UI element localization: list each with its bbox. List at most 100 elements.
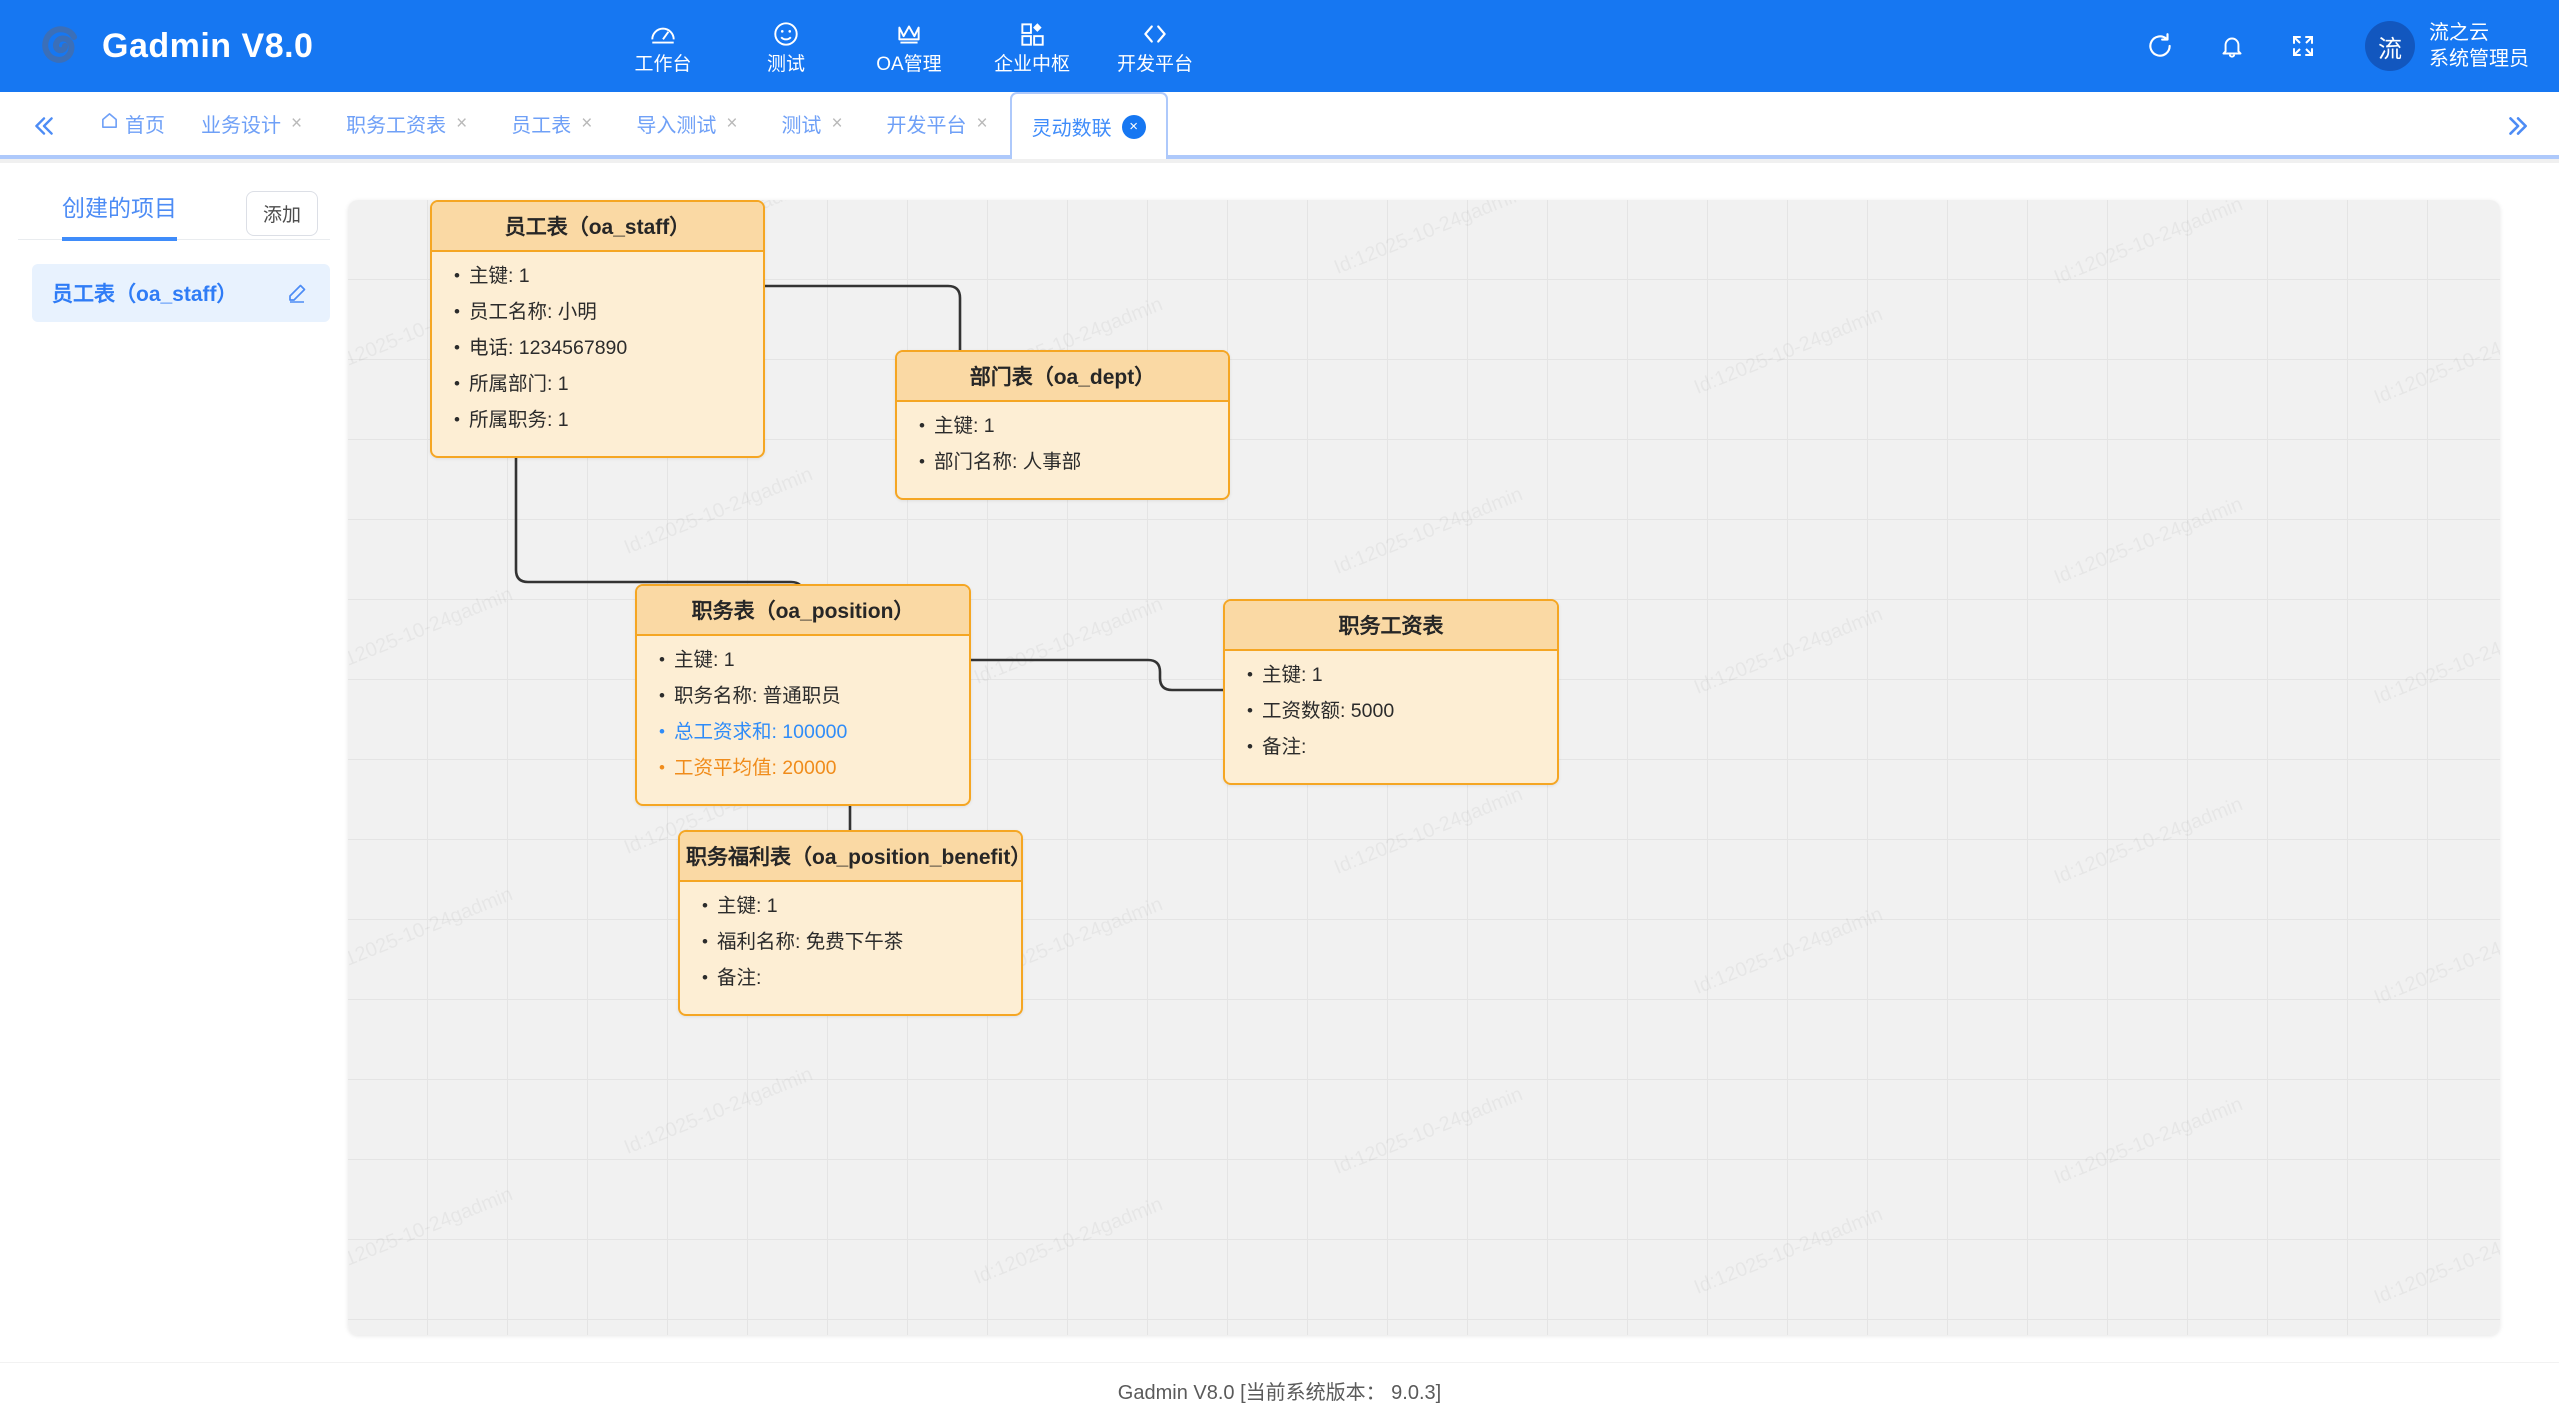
entity-field-row: •所属部门: 1 [454, 374, 753, 395]
entity-field-text: 工资数额: 5000 [1261, 700, 1395, 723]
watermark: Id:12025-10-24gadmin [2051, 200, 2246, 290]
close-icon[interactable]: × [456, 113, 468, 134]
close-icon[interactable]: × [726, 113, 738, 134]
entity-card-body: •主键: 1•福利名称: 免费下午茶•备注: [680, 882, 1021, 1014]
user-name: 流之云 [2429, 21, 2489, 44]
watermark: Id:12025-10-24gadmin [1331, 783, 1526, 880]
bullet-icon: • [702, 932, 708, 952]
topnav-item-dev-platform[interactable]: 开发平台 [1093, 0, 1216, 92]
entity-field-row: •主键: 1 [454, 265, 753, 287]
tab-lingdong-shulian[interactable]: 灵动数联 × [1009, 92, 1168, 159]
diagram-canvas[interactable]: Id:12025-10-24gadmin Id:12025-10-24gadmi… [348, 200, 2500, 1335]
bell-icon[interactable] [2217, 31, 2247, 61]
tab-position-salary[interactable]: 职务工资表 × [324, 92, 489, 155]
diagram-canvas-panel[interactable]: Id:12025-10-24gadmin Id:12025-10-24gadmi… [348, 200, 2500, 1335]
close-icon[interactable]: × [581, 113, 593, 134]
tab-bar: 首页 业务设计 × 职务工资表 × 员工表 × 导入测试 × 测试 × 开发平台… [0, 92, 2559, 159]
entity-card-title: 员工表（oa_staff） [432, 202, 763, 252]
bullet-icon: • [702, 968, 708, 988]
close-icon[interactable]: × [831, 113, 843, 134]
topnav-label: OA管理 [876, 53, 942, 75]
entity-field-text: 主键: 1 [933, 415, 995, 437]
spiral-logo-icon [38, 23, 84, 69]
entity-field-text: 福利名称: 免费下午茶 [716, 931, 904, 954]
entity-card-oa_position[interactable]: 职务表（oa_position）•主键: 1•职务名称: 普通职员•总工资求和:… [635, 584, 971, 807]
tab-label: 导入测试 [636, 115, 717, 137]
bullet-icon: • [702, 896, 708, 915]
tab-dev-platform[interactable]: 开发平台 × [865, 92, 1010, 155]
topnav-item-test[interactable]: 测试 [724, 0, 847, 92]
tab-import-test[interactable]: 导入测试 × [614, 92, 759, 155]
entity-field-row: •主键: 1 [1247, 664, 1547, 686]
watermark: Id:12025-10-24gadmin [2371, 913, 2500, 1010]
pencil-icon[interactable] [286, 282, 308, 304]
close-icon[interactable]: × [291, 113, 303, 134]
app-title: Gadmin V8.0 [102, 26, 314, 65]
entity-card-oa_staff[interactable]: 员工表（oa_staff） •主键: 1 •员工名称: 小明 • 电话: 1234567… [430, 200, 765, 459]
watermark: Id:12025-10-24gadmin [2371, 613, 2500, 710]
entity-field-text: 主键: 1 [468, 265, 530, 287]
topnav-item-enterprise-hub[interactable]: 企业中枢 [970, 0, 1093, 92]
dashboard-icon [648, 19, 678, 49]
topnav-item-oa[interactable]: OA管理 [847, 0, 970, 92]
topnav-item-workbench[interactable]: 工作台 [601, 0, 724, 92]
sidebar: 创建的项目 添加 员工表（oa_staff） [0, 163, 348, 1362]
entity-card-oa_position_benefit[interactable]: 职务福利表（oa_position_benefit）•主键: 1•福利名称: 免… [678, 830, 1023, 1017]
entity-field-text: 所属部门: 1 [468, 373, 569, 396]
sidebar-header: 创建的项目 添加 [0, 163, 348, 241]
entity-card-title: 职务福利表（oa_position_benefit） [680, 832, 1021, 882]
entity-field-text: 备注: [716, 967, 762, 990]
sidebar-item-oa-staff[interactable]: 员工表（oa_staff） [32, 264, 330, 322]
sidebar-tab-created-projects[interactable]: 创建的项目 [62, 189, 177, 241]
fullscreen-icon[interactable] [2289, 32, 2317, 60]
user-menu[interactable]: 流 流之云 系统管理员 [2365, 20, 2529, 73]
entity-field-row: •职务名称: 普通职员 [659, 685, 959, 707]
user-role: 系统管理员 [2429, 48, 2529, 70]
bullet-icon: • [1247, 701, 1253, 721]
watermark: Id:12025-10-24gadmin [1691, 1203, 1886, 1300]
avatar: 流 [2365, 21, 2415, 71]
entity-field-row: •主键: 1 [702, 895, 1011, 917]
entity-field-row: • 福利名称: 免费下午茶 [702, 931, 1011, 954]
watermark: Id:12025-10-24gadmin [1331, 1083, 1526, 1180]
tab-label: 灵动数联 [1031, 118, 1112, 140]
tab-label: 首页 [125, 115, 165, 137]
double-chevron-right-icon[interactable] [2495, 106, 2539, 146]
link-position-salary [971, 658, 1223, 692]
entity-card-oa_dept[interactable]: 部门表（oa_dept）•主键: 1•部门名称: 人事部 [895, 350, 1230, 501]
tab-test[interactable]: 测试 × [759, 92, 864, 155]
entity-field-row: •备注: [1247, 737, 1547, 758]
footer-text: Gadmin V8.0 [当前系统版本： 9.0.3] [1117, 1382, 1442, 1404]
close-icon[interactable]: × [976, 113, 988, 134]
entity-field-row: •员工名称: 小明 [454, 301, 753, 323]
tab-staff[interactable]: 员工表 × [489, 92, 614, 155]
watermark: Id:12025-10-24gadmin [971, 1193, 1166, 1290]
entity-card-body: •主键: 1 • 工资数额: 5000 •备注: [1225, 651, 1557, 783]
bullet-icon: • [659, 686, 665, 706]
bullet-icon: • [659, 758, 665, 778]
entity-field-text: 主键: 1 [1261, 664, 1323, 686]
tab-business-design[interactable]: 业务设计 × [179, 92, 324, 155]
brand[interactable]: Gadmin V8.0 [38, 23, 313, 69]
bullet-icon: • [454, 410, 460, 430]
tab-label: 职务工资表 [346, 115, 447, 137]
top-right-actions: 流 流之云 系统管理员 [2145, 0, 2529, 92]
watermark: Id:12025-10-24gadmin [2051, 1093, 2246, 1190]
tab-home[interactable]: 首页 [78, 92, 179, 155]
watermark: Id:12025-10-24gadmin [1691, 303, 1886, 400]
entity-field-row: •主键: 1 [919, 415, 1218, 437]
entity-field-row: • 备注: [702, 968, 1011, 989]
entity-field-text: 电话: 1234567890 [468, 337, 628, 360]
entity-card-body: •主键: 1•员工名称: 小明•电话: 1234567890•所属部门: 1•所… [432, 252, 763, 456]
tab-label: 开发平台 [886, 115, 967, 137]
add-button[interactable]: 添加 [245, 190, 318, 236]
entity-card-oa_position_salary[interactable]: 职务工资表•主键: 1•工资数额: 5000•备注: [1223, 599, 1559, 786]
entity-field-text: 所属职务: 1 [468, 409, 569, 432]
project-label: 员工表（oa_staff） [52, 283, 238, 306]
refresh-icon[interactable] [2145, 31, 2175, 61]
watermark: Id:12025-10-24gadmin [2371, 1213, 2500, 1310]
double-chevron-left-icon[interactable] [22, 106, 66, 146]
tab-list: 首页 业务设计 × 职务工资表 × 员工表 × 导入测试 × 测试 × 开发平台… [78, 88, 1168, 159]
close-icon[interactable]: × [1121, 114, 1146, 139]
tab-label: 测试 [781, 115, 822, 137]
